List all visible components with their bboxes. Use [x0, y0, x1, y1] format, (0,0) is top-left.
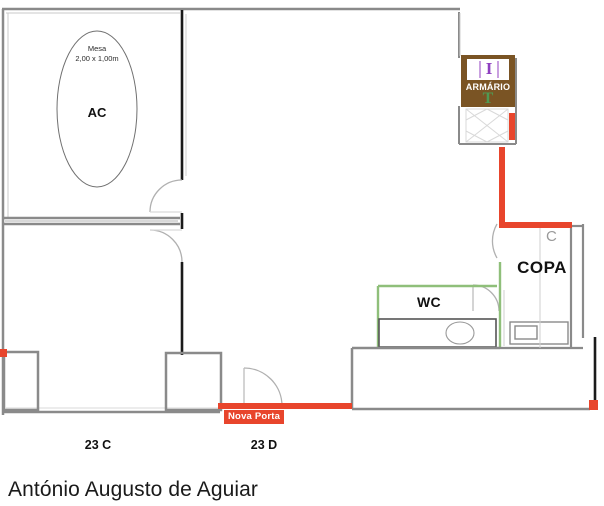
hatch-line-2 [465, 108, 509, 143]
black-walls [180, 10, 597, 409]
wc-sink-basin [445, 321, 475, 345]
mesa-name: Mesa [87, 44, 107, 53]
hatch-line-6 [486, 108, 509, 121]
room-label-wc: WC [417, 294, 441, 310]
copa-counter-inset [514, 325, 538, 340]
room-label-ac: AC [87, 105, 107, 120]
armario-icon-i: I [485, 59, 493, 78]
alcove-left [2, 350, 40, 412]
room-label-copa: COPA [517, 258, 567, 277]
copa-counter [509, 321, 569, 345]
hatch-line-3 [465, 108, 488, 121]
armario-icon-t: T [482, 90, 494, 107]
corridor-walls [221, 346, 590, 411]
copa-code-label: C [546, 228, 557, 245]
wc-room-walls [376, 262, 502, 348]
gray-walls [1, 7, 460, 415]
door-arc-wc [472, 284, 500, 312]
hatch-line-4 [486, 130, 509, 143]
door-arc-copa [491, 223, 498, 259]
unit-label-23d: 23 D [250, 438, 278, 452]
wc-counter [378, 318, 497, 348]
red-markers [0, 113, 598, 410]
red-walls [218, 147, 572, 409]
red-marker-bottom-right [589, 400, 598, 410]
armario-icon-bar-right [497, 61, 499, 78]
armario-icon-bar-left [479, 61, 481, 78]
alcove-left-rect [2, 350, 40, 412]
armario-hatch-panel [465, 108, 509, 143]
thin-guides [185, 13, 541, 348]
nova-porta-badge: Nova Porta [224, 410, 285, 424]
unit-label-23c: 23 C [84, 438, 112, 452]
copa-walls [500, 224, 585, 350]
alcove-center-rect [164, 351, 223, 412]
red-marker-left [0, 349, 7, 357]
red-marker-armario [509, 113, 515, 140]
armario-label: ARMÁRIO [465, 82, 511, 92]
ac-ellipse [56, 30, 138, 188]
door-arc-upper [149, 179, 183, 213]
page-title: António Augusto de Aguiar [8, 478, 259, 501]
hatch-line-5 [465, 130, 488, 143]
door-arcs [149, 179, 500, 407]
door-arc-lower [149, 229, 183, 263]
alcove-center [164, 351, 223, 412]
wc-counter-rect [378, 318, 497, 348]
armario-badge: I ARMÁRIO T [461, 55, 515, 107]
door-arc-entrance [243, 367, 283, 407]
mesa-dimensions: 2,00 x 1,00m [75, 54, 119, 63]
armario-surround-walls [458, 12, 517, 145]
